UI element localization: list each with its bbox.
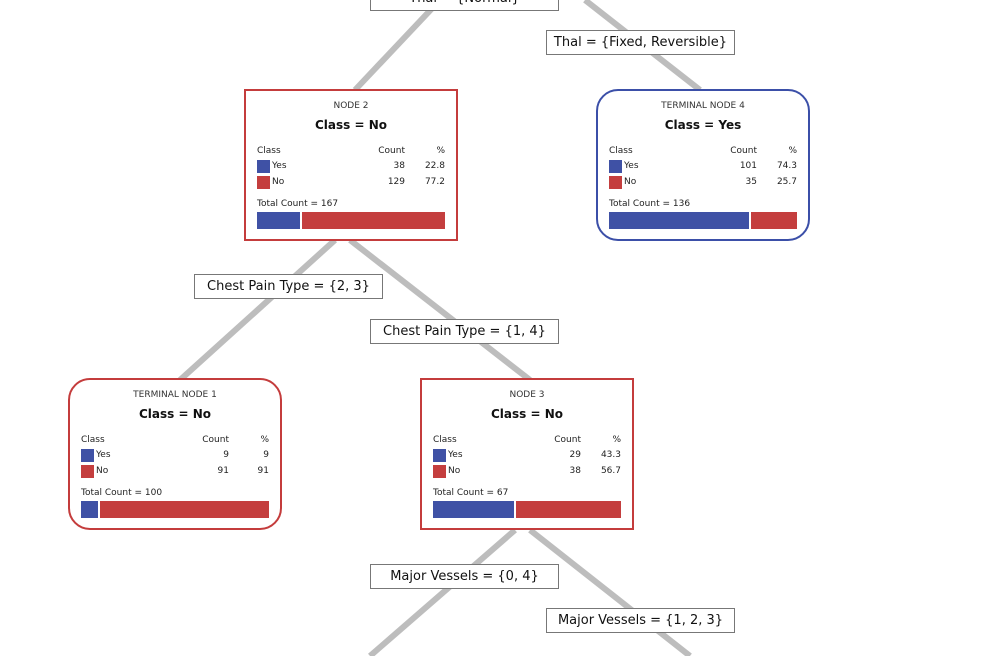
node-class: Class = Yes (664, 118, 742, 132)
row-yes: Yes 9 9 (81, 447, 269, 463)
node-title: NODE 3 (509, 390, 545, 400)
row-no: No 129 77.2 (257, 174, 445, 190)
yes-count: 29 (569, 450, 581, 460)
terminal-node-tnode1[interactable]: TERMINAL NODE 1 Class = No Class Count% Y… (68, 378, 282, 530)
no-count: 35 (745, 177, 757, 187)
node-class: Class = No (315, 118, 387, 132)
bar-no (99, 501, 269, 518)
link-root-node2 (352, 0, 443, 93)
bar-no (750, 212, 797, 229)
header-pct: % (612, 435, 621, 445)
header-count: Count (554, 435, 581, 445)
row-yes: Yes 38 22.8 (257, 158, 445, 174)
header-class: Class (81, 435, 105, 445)
terminal-node-tnode4[interactable]: TERMINAL NODE 4 Class = Yes Class Count% … (596, 89, 810, 241)
yes-swatch (257, 159, 270, 173)
no-label: No (448, 466, 461, 476)
yes-label: Yes (624, 161, 639, 171)
no-label: No (96, 466, 109, 476)
no-pct: 56.7 (600, 466, 621, 476)
no-label: No (624, 177, 637, 187)
class-table: Class Count% Yes 29 43.3 No 38 56.7 (433, 433, 621, 479)
row-no: No 35 25.7 (609, 174, 797, 190)
total-count: Total Count = 67 (433, 488, 509, 498)
yes-swatch (433, 448, 446, 462)
row-yes: Yes 29 43.3 (433, 447, 621, 463)
link-node3-right (528, 527, 692, 656)
no-pct: 77.2 (424, 177, 445, 187)
yes-swatch (81, 448, 94, 462)
node-class: Class = No (491, 407, 563, 421)
split-label-chest-pain-14: Chest Pain Type = {1, 4} (370, 319, 559, 344)
class-bar (433, 501, 621, 518)
no-pct: 91 (257, 466, 269, 476)
total-count: Total Count = 167 (257, 199, 339, 209)
bar-yes (81, 501, 100, 518)
header-class: Class (609, 146, 633, 156)
split-label-major-vessels-123: Major Vessels = {1, 2, 3} (546, 608, 735, 633)
yes-pct: 74.3 (776, 161, 797, 171)
header-count: Count (730, 146, 757, 156)
header-class: Class (433, 435, 457, 445)
bar-yes (257, 212, 302, 229)
no-swatch (609, 175, 622, 189)
bar-yes (433, 501, 517, 518)
no-label: No (272, 177, 285, 187)
class-table: Class Count% Yes 38 22.8 No 129 77.2 (257, 144, 445, 190)
no-swatch (81, 464, 94, 478)
yes-label: Yes (272, 161, 287, 171)
bar-yes (609, 212, 751, 229)
header-pct: % (436, 146, 445, 156)
node-node3[interactable]: NODE 3 Class = No Class Count% Yes 29 43.3 … (420, 378, 634, 530)
node-title: TERMINAL NODE 4 (661, 101, 745, 111)
yes-count: 101 (739, 161, 757, 171)
bar-no (301, 212, 445, 229)
link-node3-left (368, 527, 517, 656)
no-count: 38 (569, 466, 581, 476)
link-node2-node3 (348, 237, 532, 383)
total-count: Total Count = 100 (81, 488, 163, 498)
split-label-major-vessels-04: Major Vessels = {0, 4} (370, 564, 559, 589)
yes-label: Yes (448, 450, 463, 460)
header-pct: % (260, 435, 269, 445)
header-class: Class (257, 146, 281, 156)
row-yes: Yes 101 74.3 (609, 158, 797, 174)
split-label-thal-normal: Thal = {Normal} (370, 0, 559, 11)
class-bar (609, 212, 797, 229)
yes-pct: 22.8 (424, 161, 445, 171)
class-table: Class Count% Yes 101 74.3 No 35 25.7 (609, 144, 797, 190)
class-table: Class Count% Yes 9 9 No 91 91 (81, 433, 269, 479)
yes-count: 38 (393, 161, 405, 171)
header-pct: % (788, 146, 797, 156)
split-label-chest-pain-23: Chest Pain Type = {2, 3} (194, 274, 383, 299)
bar-no (516, 501, 621, 518)
no-swatch (433, 464, 446, 478)
yes-pct: 43.3 (600, 450, 621, 460)
total-count: Total Count = 136 (609, 199, 691, 209)
yes-label: Yes (96, 450, 111, 460)
row-no: No 38 56.7 (433, 463, 621, 479)
yes-pct: 9 (263, 450, 269, 460)
node-title: NODE 2 (333, 101, 369, 111)
link-node2-node1 (177, 237, 338, 383)
yes-count: 9 (223, 450, 229, 460)
class-bar (81, 501, 269, 518)
row-no: No 91 91 (81, 463, 269, 479)
node-node2[interactable]: NODE 2 Class = No Class Count% Yes 38 22.8 … (244, 89, 458, 241)
yes-swatch (609, 159, 622, 173)
no-count: 91 (217, 466, 229, 476)
no-pct: 25.7 (776, 177, 797, 187)
split-label-thal-fixed: Thal = {Fixed, Reversible} (546, 30, 735, 55)
header-count: Count (202, 435, 229, 445)
node-title: TERMINAL NODE 1 (133, 390, 217, 400)
class-bar (257, 212, 445, 229)
node-class: Class = No (139, 407, 211, 421)
no-count: 129 (387, 177, 405, 187)
no-swatch (257, 175, 270, 189)
header-count: Count (378, 146, 405, 156)
